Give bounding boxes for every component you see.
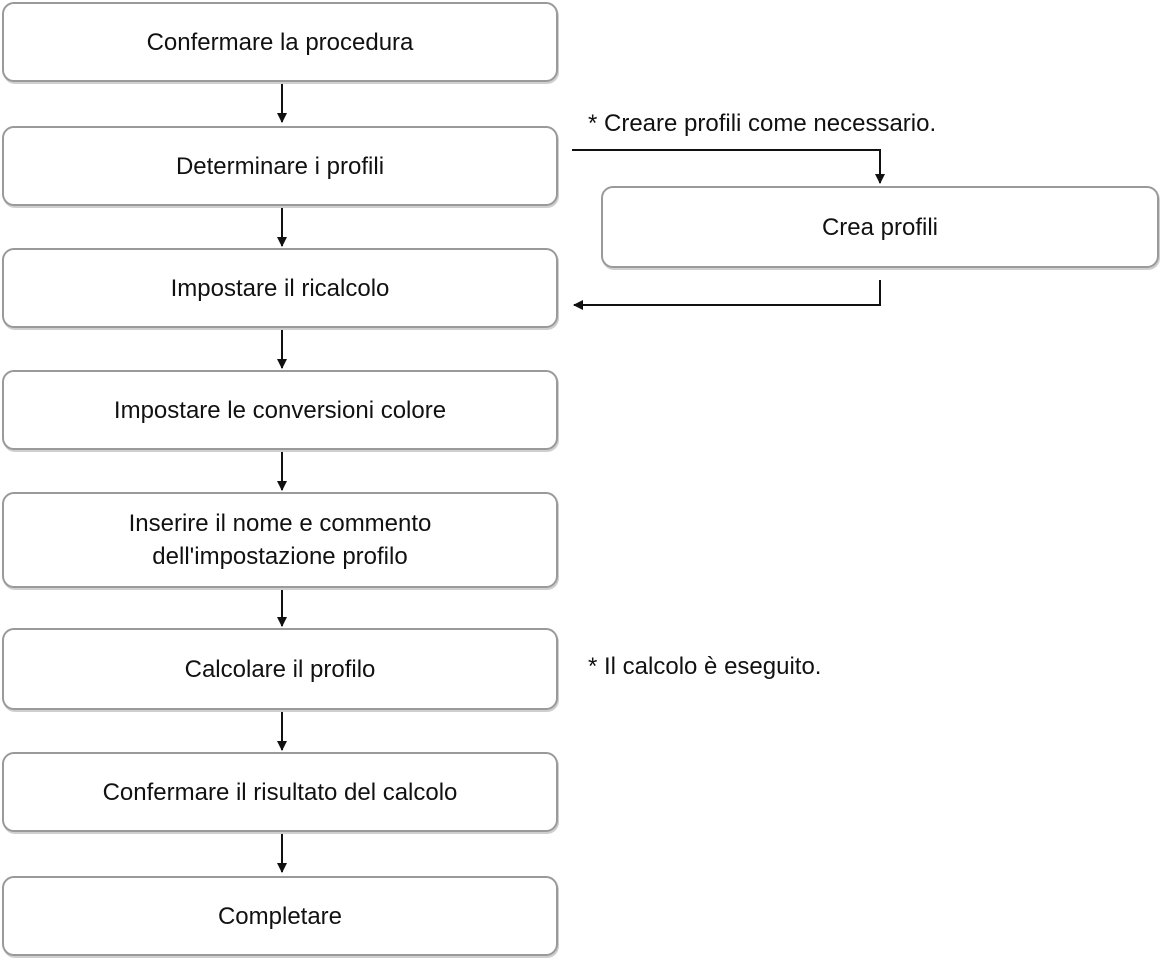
- step-set-color-conversions: Impostare le conversioni colore: [2, 370, 558, 450]
- step-label: Impostare le conversioni colore: [113, 396, 447, 424]
- step-label: Confermare il risultato del calcolo: [102, 778, 458, 806]
- step-confirm-result: Confermare il risultato del calcolo: [2, 752, 558, 832]
- step-enter-name-comment: Inserire il nome e commento dell'imposta…: [2, 492, 558, 588]
- side-step-label: Crea profili: [821, 213, 939, 241]
- step-confirm-procedure: Confermare la procedura: [2, 2, 558, 82]
- step-complete: Completare: [2, 876, 558, 956]
- step-determine-profiles: Determinare i profili: [2, 126, 558, 206]
- step-label: Calcolare il profilo: [184, 655, 376, 683]
- step-calculate-profile: Calcolare il profilo: [2, 628, 558, 710]
- branch-arrow-to-side-step: [572, 149, 885, 184]
- note-create-profiles: * Creare profili come necessario.: [588, 110, 937, 137]
- return-arrow-to-step3: [573, 280, 881, 310]
- note-calculation: * Il calcolo è eseguito.: [588, 653, 822, 680]
- step-label: Impostare il ricalcolo: [170, 274, 390, 302]
- step-label: Completare: [217, 902, 343, 930]
- step-label: Inserire il nome e commento dell'imposta…: [128, 510, 432, 570]
- side-step-create-profiles: Crea profili: [601, 186, 1159, 268]
- step-label: Determinare i profili: [175, 152, 385, 180]
- step-set-recalculation: Impostare il ricalcolo: [2, 248, 558, 328]
- step-label: Confermare la procedura: [146, 28, 414, 56]
